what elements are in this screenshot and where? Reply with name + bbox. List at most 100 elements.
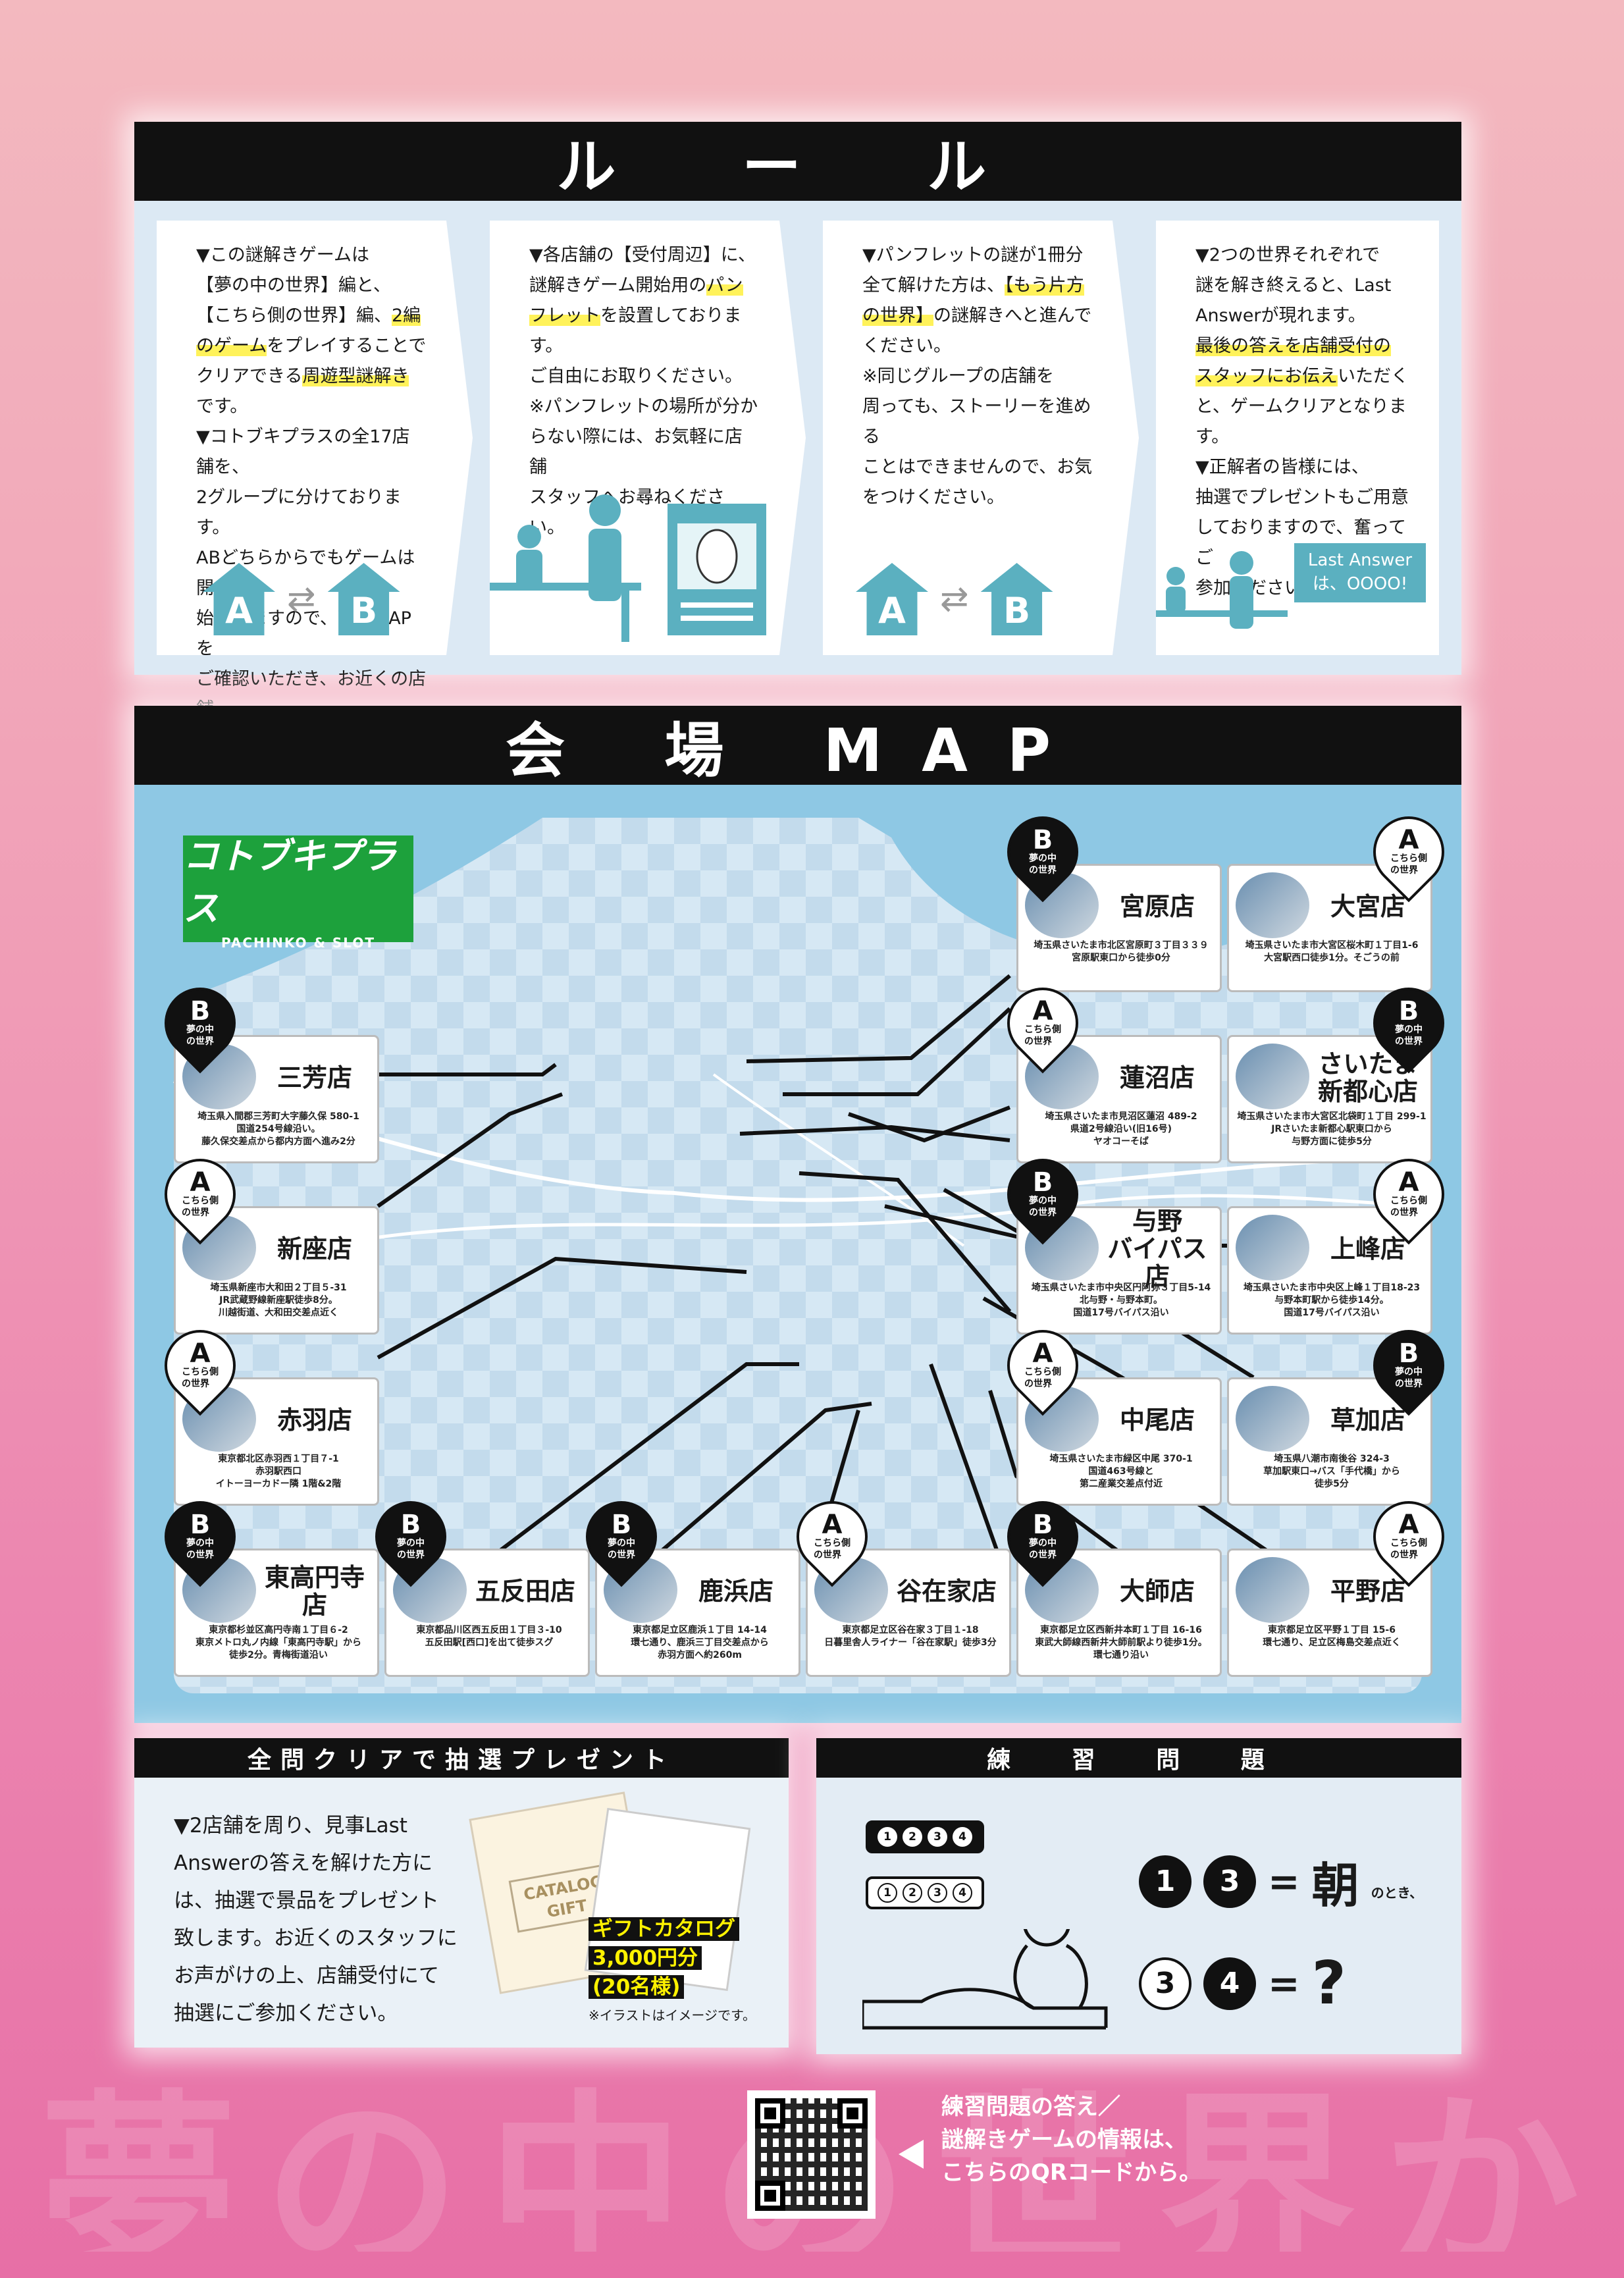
bubble-num: 4 [953,1827,972,1847]
store-address: 埼玉県入間郡三芳町大字藤久保 580-1 国道254号線沿い。 藤久保交差点から… [197,1111,359,1147]
store-card: 平野店東京都足立区平野１丁目 15-6 環七通り、足立区梅島交差点近く [1227,1549,1432,1677]
rule-1-highlight-b: 周遊型謎解き [302,366,409,386]
pin-group: B [400,1510,421,1540]
pin-world: 夢の中 の世界 [397,1538,425,1560]
bubble-num: 4 [953,1883,972,1903]
pin-world: こちら側 の世界 [1390,1196,1427,1218]
pin-world: 夢の中 の世界 [608,1538,635,1560]
pin-group: B [1032,1167,1053,1198]
store-address: 東京都足立区平野１丁目 15-6 環七通り、足立区梅島交差点近く [1263,1625,1401,1648]
qr-finder-icon [755,2181,785,2211]
store-name: 大宮店 [1330,892,1405,921]
store-address: 埼玉県新座市大和田２丁目５-31 JR武蔵野線新座駅徒歩8分。 川越街道、大和田… [210,1283,347,1318]
store-address: 埼玉県さいたま市中央区円阿弥３丁目5-14 北与野・与野本町。 国道17号バイパ… [1031,1283,1211,1318]
store-name: 新座店 [276,1234,352,1263]
store-name: 与野 バイパス店 [1107,1207,1207,1291]
pin-world: 夢の中 の世界 [1395,1024,1423,1047]
pin-world: こちら側 の世界 [1024,1367,1061,1389]
speech-bubble-light: 1 2 3 4 [866,1876,984,1909]
store-address: 東京都足立区谷在家３丁目１-18 日暮里舎人ライナー「谷在家駅」徒歩3分 [824,1625,997,1648]
pin-group: A [1398,825,1419,855]
bubble-num: 3 [928,1827,947,1847]
bubble-num: 1 [877,1827,897,1847]
store-name: 上峰店 [1330,1234,1405,1263]
rule-card-2: ▼各店舗の【受付周辺】に、 謎解きゲーム開始用のパン フレットを設置しております… [490,221,779,655]
pin-group: A [1032,996,1053,1026]
question-mark: ? [1311,1949,1346,2018]
gift-line-1: ギフトカタログ [589,1917,739,1941]
store-address: 東京都足立区鹿浜１丁目 14-14 環七通り、鹿浜三丁目交差点から 赤羽方面へ約… [631,1625,769,1660]
pin-world: こちら側 の世界 [182,1367,219,1389]
pin-world: 夢の中 の世界 [186,1538,214,1560]
pin-group: B [190,1510,211,1540]
pin-group: B [1032,825,1053,855]
swap-arrows-icon: ⇄ [940,579,969,619]
store-address: 埼玉県さいたま市緑区中尾 370-1 国道463号線と 第二産業交差点付近 [1049,1454,1193,1489]
pin-group: A [190,1338,211,1369]
house-b-icon: B [327,563,400,635]
qr-code[interactable] [747,2090,876,2219]
rule-1-text-b: をプレイすることで クリアできる [196,336,427,386]
store-name: 赤羽店 [276,1406,352,1435]
store-name: 平野店 [1330,1577,1405,1606]
store-address: 東京都足立区西新井本町１丁目 16-16 東武大師線西新井大師前駅より徒歩1分。… [1035,1625,1207,1660]
store-photo [1236,1386,1309,1452]
when-suffix: のとき、 [1371,1885,1423,1901]
store-address: 東京都品川区西五反田１丁目３-10 五反田駅[西口]を出て徒歩スグ [416,1625,562,1648]
store-card: 東高円寺店東京都杉並区高円寺南１丁目６-2 東京メトロ丸ノ内線「東高円寺駅」から… [174,1549,379,1677]
pin-group: B [1398,996,1419,1026]
store-name: 谷在家店 [896,1577,997,1606]
pin-world: 夢の中 の世界 [1395,1367,1423,1389]
pin-group: B [190,996,211,1026]
rules-section: ル ー ル ▼この謎解きゲームは 【夢の中の世界】編と、 【こちら側の世界】編、… [134,122,1461,750]
rule-3-text-b: の謎解きへと進んで ください。 ※同じグループの店舗を 周っても、ストーリーを進… [862,305,1093,508]
practice-title: 練 習 問 題 [816,1738,1461,1778]
store-name: 三芳店 [276,1063,352,1092]
bubble-num: 2 [903,1827,922,1847]
pin-group: A [1032,1338,1053,1369]
pin-world: 夢の中 の世界 [186,1024,214,1047]
bubble-num: 3 [928,1883,947,1903]
store-name: 宮原店 [1119,892,1195,921]
qr-caption: 練習問題の答え／ 謎解きゲームの情報は、 こちらのQRコードから。 [941,2094,1202,2186]
gift-prize: ギフトカタログ 3,000円分 (20名様) [589,1915,739,2001]
swap-arrows-icon: ⇄ [287,579,316,619]
equation-1: 1 3 = 朝 のとき、 [1139,1847,1423,1916]
store-address: 東京都杉並区高円寺南１丁目６-2 東京メトロ丸ノ内線「東高円寺駅」から 徒歩2分… [196,1625,361,1660]
store-card: 与野 バイパス店埼玉県さいたま市中央区円阿弥３丁目5-14 北与野・与野本町。 … [1016,1206,1222,1335]
equals-1: = [1268,1859,1300,1904]
rule-2-text-a: ▼各店舗の【受付周辺】に、 謎解きゲーム開始用の [529,245,756,296]
arrow-left-icon [899,2140,924,2169]
last-answer-bubble: Last Answer は、OOOO! [1294,543,1426,602]
store-address: 埼玉県八潮市南後谷 324-3 草加駅東口→バス「手代橋」から 徒歩5分 [1263,1454,1400,1489]
pin-group: B [1032,1510,1053,1540]
num-3-outline-icon: 3 [1139,1957,1192,2010]
store-address: 埼玉県さいたま市大宮区桜木町１丁目1-6 大宮駅西口徒歩1分。そごうの前 [1245,940,1419,963]
person-in-bed-icon [862,1929,1108,2030]
bubble-num: 1 [877,1883,897,1903]
chevron-divider [779,221,806,655]
house-b-icon: B [980,563,1053,635]
store-card: 宮原店埼玉県さいたま市北区宮原町３丁目３３９ 宮原駅東口から徒歩0分 [1016,864,1222,992]
present-title: 全問クリアで抽選プレゼント [134,1738,789,1778]
gift-line-2: 3,000円分 [589,1946,702,1970]
pin-group: A [822,1510,843,1540]
equals-2: = [1268,1961,1300,2006]
store-name: 中尾店 [1119,1406,1195,1435]
speech-bubble-dark: 1 2 3 4 [866,1820,984,1853]
logo-title: コトブキプラス [183,835,396,929]
pin-world: こちら側 の世界 [814,1538,851,1560]
gift-line-3: (20名様) [589,1975,685,1999]
present-section: 全問クリアで抽選プレゼント ▼2店舗を周り、見事Last Answerの答えを解… [134,1738,789,2048]
pin-group: A [190,1167,211,1198]
rule-1-text-a: ▼この謎解きゲームは 【夢の中の世界】編と、 【こちら側の世界】編、 [196,245,392,326]
logo-subtitle: PACHINKO & SLOT [221,935,375,951]
store-name: 鹿浜店 [698,1577,773,1606]
house-a-icon: A [856,563,928,635]
rule-3-text-a: ▼パンフレットの謎が1冊分 全て解けた方は、 [862,245,1084,296]
map-section: 会 場 MAP [134,706,1461,1723]
store-address: 東京都北区赤羽西１丁目７-1 赤羽駅西口 イトーヨーカドー隣 1階&2階 [215,1454,342,1489]
store-name: 東高円寺店 [264,1563,365,1620]
rule-2-text-b: を設置しております。 ご自由にお取りください。 ※パンフレットの場所が分か らな… [529,305,758,538]
pin-world: こちら側 の世界 [1024,1024,1061,1047]
